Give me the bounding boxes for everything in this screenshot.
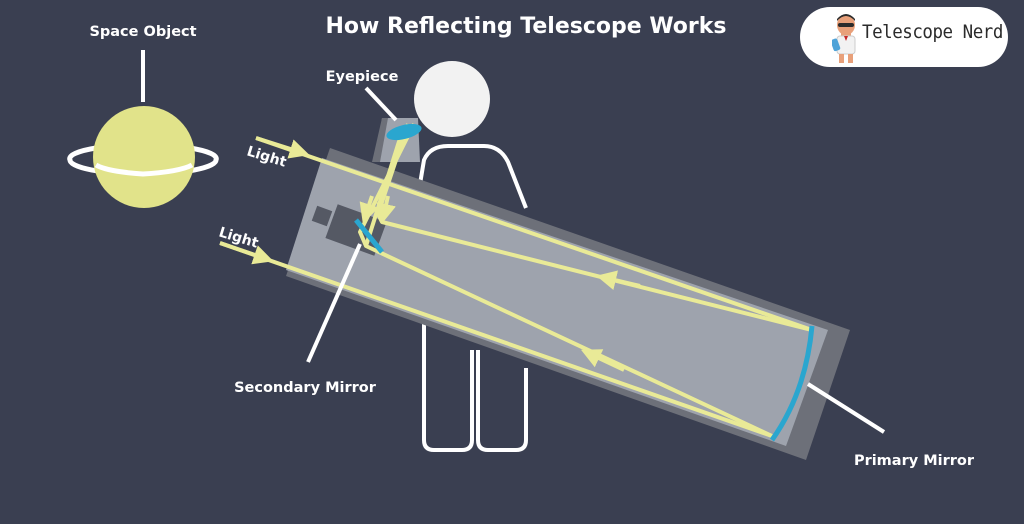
diagram-title: How Reflecting Telescope Works bbox=[326, 14, 727, 39]
space-object-label: Space Object bbox=[89, 24, 196, 40]
secondary-mirror-label: Secondary Mirror bbox=[234, 380, 377, 396]
observer-left-leg bbox=[422, 322, 474, 452]
eyepiece-lens bbox=[386, 123, 422, 141]
planet-ring-front bbox=[94, 162, 194, 177]
eyepiece-ray-inner bbox=[364, 131, 404, 247]
light-rays bbox=[219, 123, 813, 438]
space-object-planet bbox=[67, 50, 219, 208]
primary-mirror bbox=[769, 325, 815, 442]
primary-mirror-label: Primary Mirror bbox=[854, 453, 975, 469]
reflected-ray-top-arrow bbox=[596, 270, 641, 291]
nerd-mascot-icon bbox=[832, 14, 856, 63]
observer-figure bbox=[414, 61, 528, 452]
eyepiece-housing-shadow bbox=[372, 118, 388, 162]
incoming-ray-bottom bbox=[219, 241, 773, 438]
eyepiece-pointer bbox=[364, 86, 398, 122]
eyepiece-label: Eyepiece bbox=[326, 69, 399, 85]
secondary-mirror-mount bbox=[311, 205, 333, 227]
primary-mirror-pointer bbox=[806, 382, 886, 434]
observer-torso bbox=[414, 144, 528, 209]
brand-name: Telescope Nerd bbox=[862, 21, 1003, 43]
brand-logo[interactable]: Telescope Nerd bbox=[800, 7, 1008, 67]
reflected-ray-bottom-arrow bbox=[580, 349, 625, 372]
observer-right-leg bbox=[476, 350, 528, 452]
planet-body bbox=[93, 106, 195, 208]
telescope-tube bbox=[286, 118, 850, 460]
secondary-mirror-pointer bbox=[306, 243, 362, 363]
eyepiece-ray-arrow-left bbox=[359, 195, 379, 224]
secondary-mirror bbox=[354, 218, 384, 254]
incoming-ray-top bbox=[255, 136, 813, 332]
eyepiece-ray-arrow-right bbox=[376, 195, 396, 224]
observer-head bbox=[414, 61, 490, 137]
